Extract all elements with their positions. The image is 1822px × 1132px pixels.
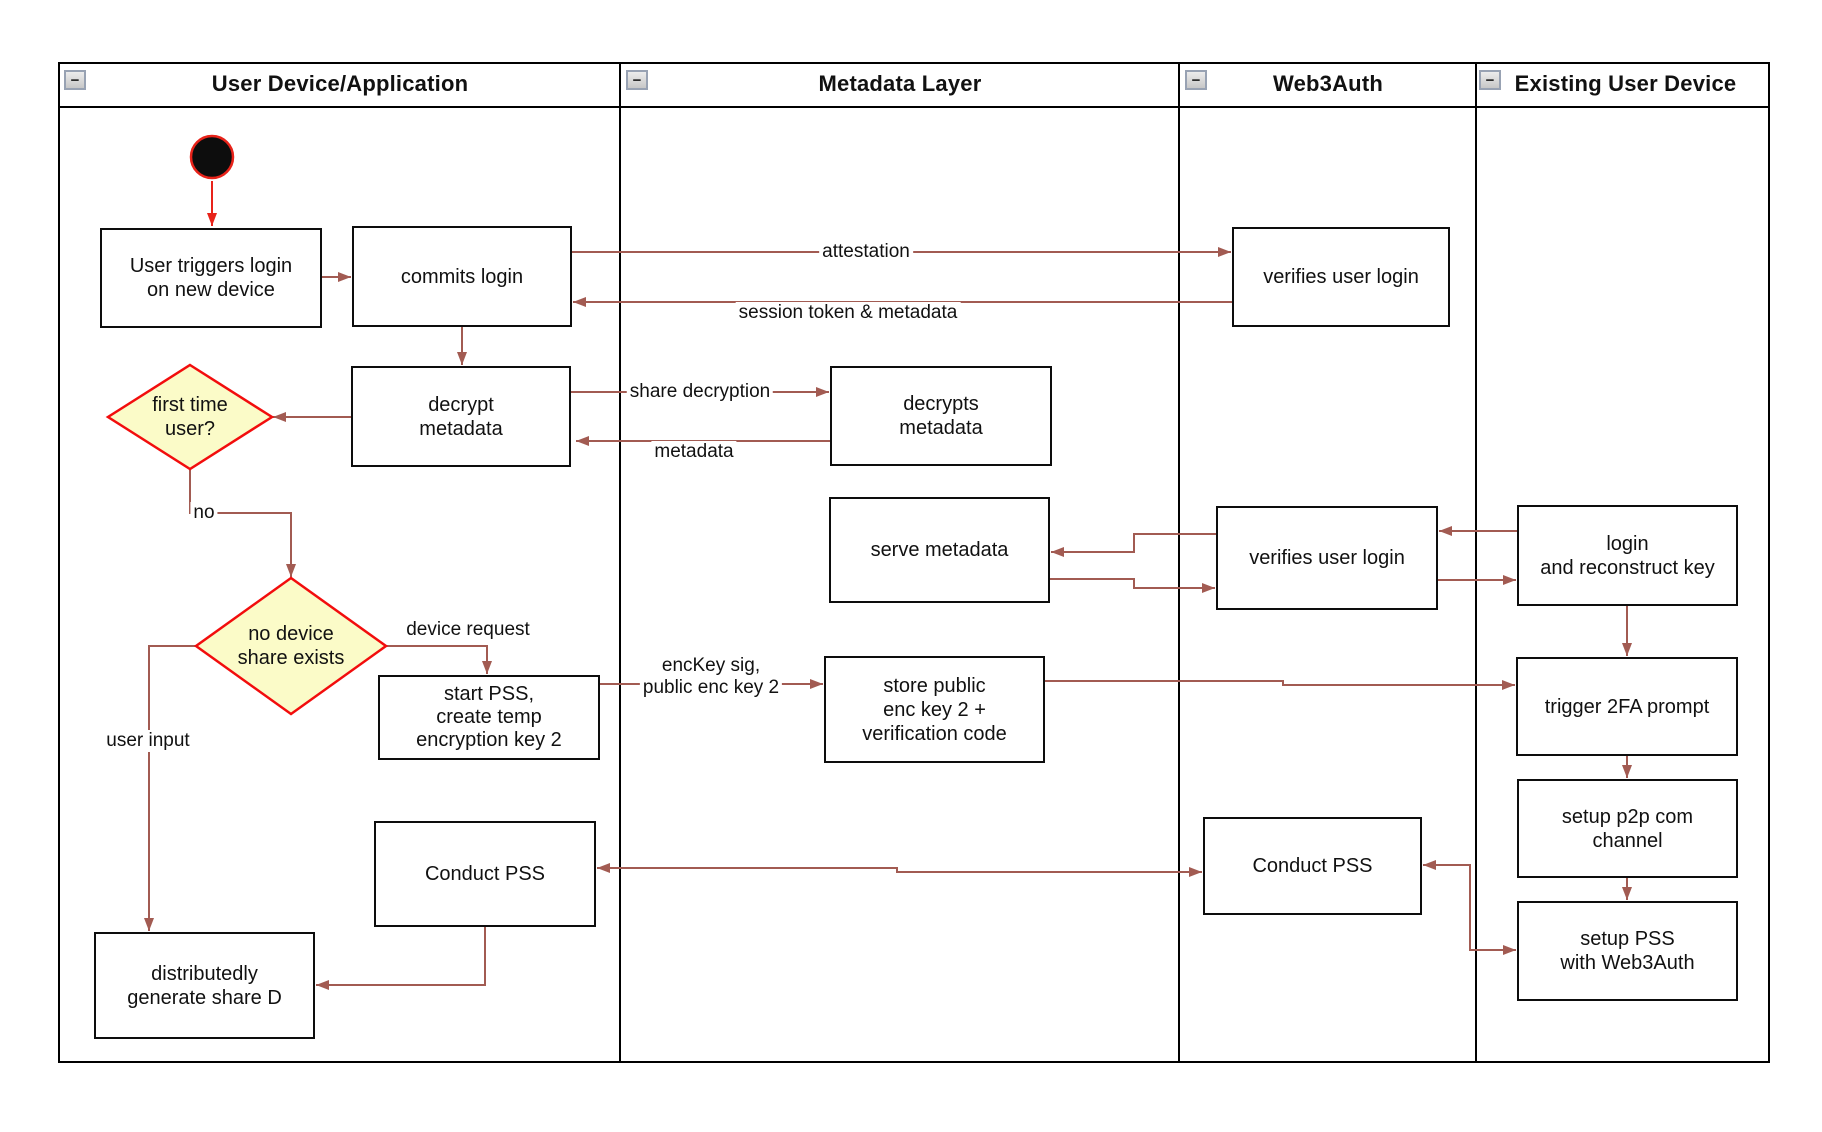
edge-label-session-token: session token & metadata xyxy=(735,302,961,324)
edge-serve-to-verifies2 xyxy=(1050,578,1215,593)
collapse-lane-icon[interactable]: − xyxy=(64,70,86,90)
edge-no-branch xyxy=(189,469,296,577)
node-start-pss[interactable]: start PSS, create temp encryption key 2 xyxy=(378,675,600,760)
node-conduct-pss-web3auth[interactable]: Conduct PSS xyxy=(1203,817,1422,915)
node-verifies-user-login-2[interactable]: verifies user login xyxy=(1216,506,1438,610)
node-setup-pss-web3auth[interactable]: setup PSS with Web3Auth xyxy=(1517,901,1738,1001)
node-login-reconstruct-key[interactable]: login and reconstruct key xyxy=(1517,505,1738,606)
lane-title-existing-device: Existing User Device xyxy=(1514,71,1737,96)
node-commits-login[interactable]: commits login xyxy=(352,226,572,327)
node-verifies-user-login-1[interactable]: verifies user login xyxy=(1232,227,1450,327)
lane-divider-1 xyxy=(619,62,621,1063)
diagram-frame xyxy=(58,62,1770,1063)
node-serve-metadata[interactable]: serve metadata xyxy=(829,497,1050,603)
node-setup-p2p-channel[interactable]: setup p2p com channel xyxy=(1517,779,1738,878)
lane-divider-2 xyxy=(1178,62,1180,1063)
edge-label-enckey: encKey sig, public enc key 2 xyxy=(639,655,783,699)
edge-user-input xyxy=(144,645,196,931)
node-decrypt-metadata[interactable]: decrypt metadata xyxy=(351,366,571,467)
node-store-public-key[interactable]: store public enc key 2 + verification co… xyxy=(824,656,1045,763)
decision-first-time-user[interactable] xyxy=(105,363,275,471)
lane-divider-3 xyxy=(1475,62,1477,1063)
edge-store-to-2fa xyxy=(1045,680,1515,690)
edge-device-request xyxy=(386,645,492,674)
collapse-lane-icon[interactable]: − xyxy=(1185,70,1207,90)
edge-label-no: no xyxy=(190,502,218,524)
edge-setuppss-conduct-link xyxy=(1423,860,1516,955)
node-trigger-2fa[interactable]: trigger 2FA prompt xyxy=(1516,657,1738,756)
collapse-lane-icon[interactable]: − xyxy=(1479,70,1501,90)
lane-title-metadata-layer: Metadata Layer xyxy=(818,71,982,96)
edge-label-device-request: device request xyxy=(403,619,533,641)
edge-label-share-decryption: share decryption xyxy=(626,381,774,403)
lane-title-user-device: User Device/Application xyxy=(211,71,469,96)
initial-node[interactable] xyxy=(189,134,235,180)
edge-verifies2-to-serve xyxy=(1051,533,1216,557)
edge-conduct-to-distributedly xyxy=(316,927,486,990)
node-conduct-pss-user-device[interactable]: Conduct PSS xyxy=(374,821,596,927)
edge-conduct-pss-link xyxy=(597,863,1202,877)
node-distributedly-generate[interactable]: distributedly generate share D xyxy=(94,932,315,1039)
edge-label-user-input: user input xyxy=(103,730,193,752)
decision-no-device-share-label: no device share exists xyxy=(237,623,345,669)
header-divider xyxy=(58,106,1770,108)
edge-label-attestation: attestation xyxy=(819,241,913,263)
decision-first-time-user-label: first time user? xyxy=(152,394,228,440)
decision-no-device-share[interactable] xyxy=(193,576,389,716)
edge-label-metadata: metadata xyxy=(651,441,737,463)
lane-title-web3auth: Web3Auth xyxy=(1273,71,1383,96)
node-decrypts-metadata[interactable]: decrypts metadata xyxy=(830,366,1052,466)
node-user-triggers-login[interactable]: User triggers login on new device xyxy=(100,228,322,328)
collapse-lane-icon[interactable]: − xyxy=(626,70,648,90)
